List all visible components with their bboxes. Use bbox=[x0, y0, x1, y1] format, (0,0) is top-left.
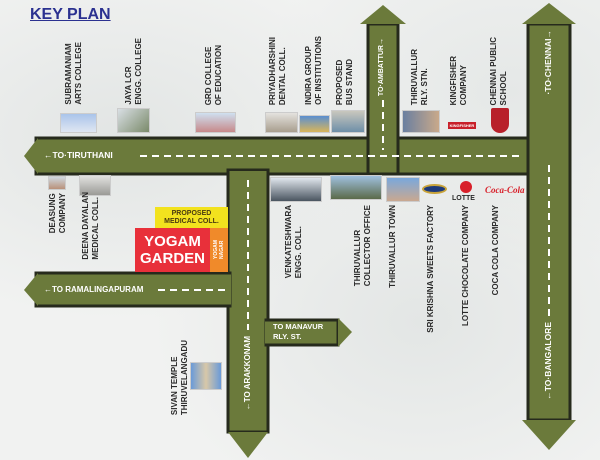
label-deena-dayalan-medical: DEENA DAYALAN MEDICAL COLL. bbox=[81, 192, 100, 260]
label-collector-office: THIRUVALLUR COLLECTOR OFFICE bbox=[353, 205, 372, 287]
arrowheads bbox=[24, 3, 576, 458]
priyadharshini-photo bbox=[265, 112, 298, 133]
thiruvallur-town-photo bbox=[386, 177, 420, 202]
label-thiruvallur-town: THIRUVALLUR TOWN bbox=[388, 205, 397, 288]
road-label-manavur: TO MANAVUR RLY. ST. bbox=[273, 322, 324, 341]
collector-office-photo bbox=[330, 175, 382, 200]
arrow-ambattur bbox=[360, 5, 406, 24]
page-title: KEY PLAN bbox=[30, 6, 111, 23]
lotte-logo-icon bbox=[460, 181, 472, 193]
arrow-manavur bbox=[338, 318, 352, 347]
road-label-bangalore: ←TO·BANGALORE bbox=[543, 322, 553, 400]
subramaniam-college-photo bbox=[60, 113, 97, 133]
coca-cola-logo: Coca-Cola bbox=[485, 185, 525, 195]
bus-stand-photo bbox=[331, 110, 365, 133]
label-venkateshwara-engg: VENKATESHWARA ENGG. COLL. bbox=[284, 205, 303, 279]
label-deasung-company: DEASUNG COMPANY bbox=[48, 193, 67, 234]
label-proposed-bus-stand: PROPOSED BUS STAND bbox=[335, 58, 354, 105]
arrow-bangalore bbox=[522, 420, 576, 450]
label-indira-group: INDIRA GROUP OF INSTITUTIONS bbox=[304, 36, 323, 105]
kingfisher-logo: KINGFISHER bbox=[448, 122, 476, 129]
road-label-chennai: ·TO·CHENNAI→ bbox=[543, 30, 553, 95]
proposed-medical-coll-box: PROPOSED MEDICAL COLL. bbox=[155, 207, 228, 228]
yogam-garden-site[interactable]: YOGAM GARDEN bbox=[135, 228, 210, 272]
road-label-tiruthani: ←TO·TIRUTHANI bbox=[44, 150, 113, 160]
label-thiruvallur-rly-stn: THIRUVALLUR RLY. STN. bbox=[410, 48, 429, 105]
venkateshwara-photo bbox=[270, 177, 322, 202]
lotte-logo-text: LOTTE bbox=[452, 195, 475, 202]
label-coca-cola-company: COCA COLA COMPANY bbox=[491, 205, 500, 296]
label-sivan-temple: SIVAN TEMPLE THIRUVELANGADU bbox=[170, 340, 189, 416]
sivan-temple-photo bbox=[190, 362, 222, 390]
jaya-college-photo bbox=[117, 108, 150, 133]
deasung-photo bbox=[48, 176, 66, 190]
label-priyadharshini-dental: PRIYADHARSHINI DENTAL COLL. bbox=[268, 36, 287, 105]
label-kingfisher-company: KINGFISHER COMPANY bbox=[449, 55, 468, 105]
label-chennai-public-school: CHENNAI PUBLIC SCHOOL bbox=[489, 36, 508, 105]
deena-dayalan-photo bbox=[79, 175, 111, 196]
label-sri-krishna-sweets: SRI KRISHNA SWEETS FACTORY bbox=[426, 205, 435, 333]
arrow-arakkonam bbox=[228, 432, 268, 458]
label-grd-college: GRD COLLEGE OF EDUCATION bbox=[204, 44, 223, 105]
yogam-nagar-box: YOGAM NAGAR bbox=[210, 228, 228, 272]
label-lotte-chocolate: LOTTE CHOCOLATE COMPANY bbox=[461, 205, 470, 327]
sri-krishna-logo bbox=[422, 184, 447, 194]
indira-photo bbox=[299, 115, 330, 133]
label-subramaniam-arts-college: SUBRAMANIAM ARTS COLLEGE bbox=[64, 42, 83, 105]
arrow-tiruthani bbox=[24, 138, 38, 174]
road-label-ambattur: TO·AMBATTUR→ bbox=[378, 38, 385, 97]
arrow-ramalingapuram bbox=[24, 273, 38, 306]
arrow-chennai bbox=[522, 3, 576, 24]
school-crest-icon bbox=[491, 108, 509, 133]
road-label-ramalingapuram: ←TO RAMALINGAPURAM bbox=[44, 285, 144, 294]
road-label-arakkonam: ←TO ARAKKONAM bbox=[243, 336, 252, 411]
grd-college-photo bbox=[195, 112, 236, 133]
railway-station-photo bbox=[402, 110, 440, 133]
label-jaya-lcr-engg-college: JAYA LCR ENGG. COLLEGE bbox=[124, 38, 143, 105]
